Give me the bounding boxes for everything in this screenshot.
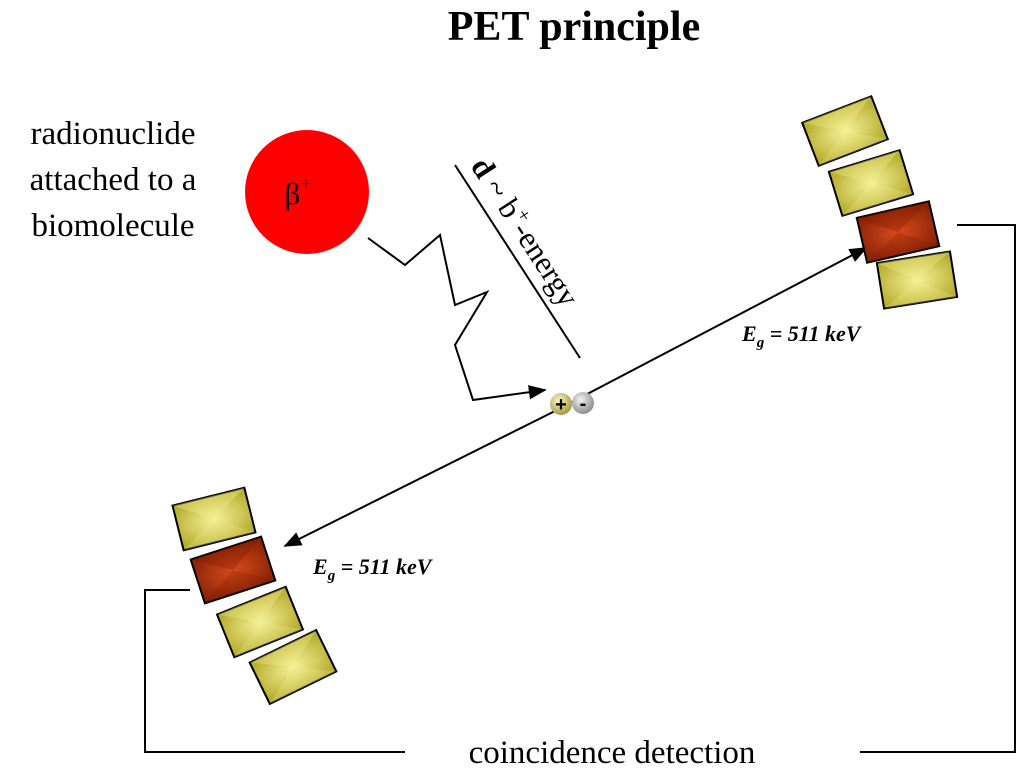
detector-crystal [248, 628, 338, 706]
radionuclide-circle [245, 130, 369, 254]
detector-crystal [800, 94, 890, 168]
electron-sign: - [580, 393, 587, 415]
positron-sign: + [555, 394, 567, 416]
detector-crystal [171, 486, 257, 552]
detector-bottom-left [171, 486, 338, 706]
coincidence-label: coincidence detection [469, 735, 756, 771]
positron-path [367, 233, 547, 402]
coincidence-wire-left [144, 589, 405, 753]
detector-crystal-hit [189, 535, 277, 605]
photon-ray-bottom [283, 405, 566, 547]
detector-crystal [215, 585, 305, 659]
photon-energy-label-top: Eg = 511 keV [741, 321, 863, 351]
photon-energy-label-bottom: Eg = 511 keV [312, 554, 434, 584]
detector-top-right [800, 94, 959, 310]
beta-symbol: β+ [284, 173, 311, 211]
coincidence-wire-right [860, 224, 1016, 753]
detector-crystal [875, 250, 959, 310]
photon-ray-top [571, 247, 868, 403]
range-line [454, 164, 581, 359]
page-title: PET principle [448, 4, 700, 50]
detector-crystal-hit [855, 200, 941, 264]
radionuclide-label-line-1: radionuclide [31, 116, 196, 152]
electron-particle [572, 392, 594, 414]
detector-crystal [827, 148, 915, 218]
radionuclide-label-line-3: biomolecule [31, 208, 194, 244]
radionuclide-label-line-2: attached to a [30, 162, 197, 198]
range-label: d ~ b+-energy [464, 150, 587, 313]
positron-particle [550, 393, 572, 415]
